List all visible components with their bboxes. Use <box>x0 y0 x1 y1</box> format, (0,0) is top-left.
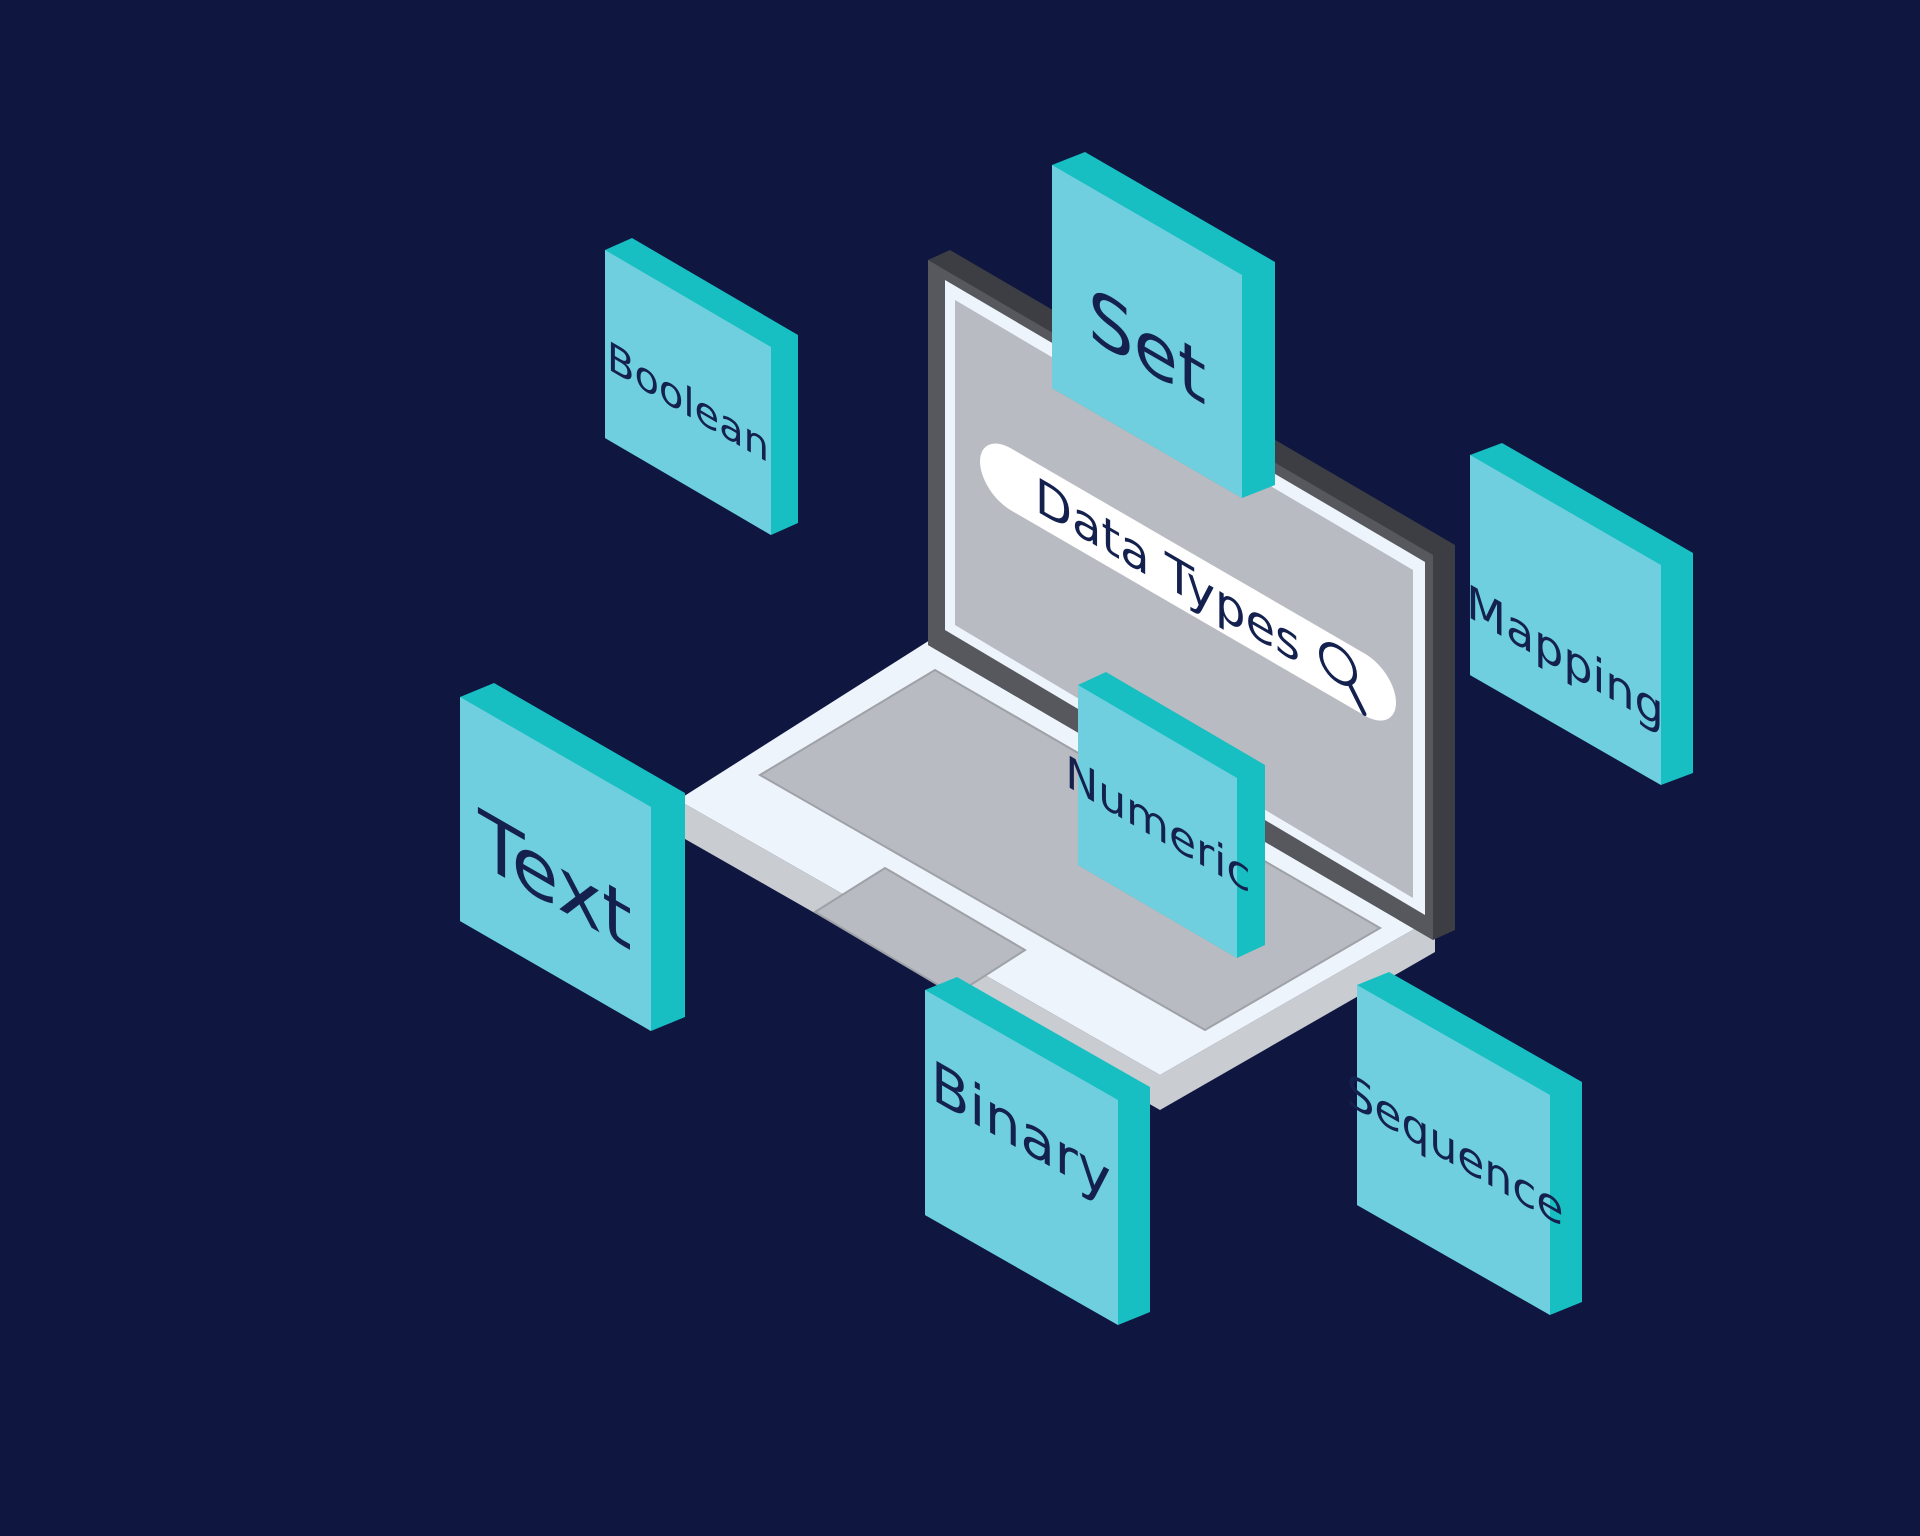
laptop-base-edge <box>678 800 1435 1110</box>
tile-boolean: Boolean <box>605 238 798 535</box>
search-bar-field[interactable] <box>980 430 1396 733</box>
search-icon[interactable] <box>1319 637 1367 717</box>
tile-boolean-face <box>605 250 771 535</box>
tile-text-face <box>460 697 651 1031</box>
tile-text: Text <box>460 683 685 1031</box>
tile-binary-face <box>925 990 1118 1325</box>
tile-set-face <box>1052 165 1242 498</box>
tile-sequence: Sequence <box>1347 972 1582 1315</box>
tile-numeric: Numeric <box>1065 672 1265 958</box>
tile-sequence-face <box>1357 985 1550 1315</box>
tile-binary: Binary <box>925 977 1150 1325</box>
tile-mapping-face <box>1470 455 1661 785</box>
tile-numeric-face <box>1078 685 1237 958</box>
tile-set: Set <box>1052 152 1275 498</box>
touchpad <box>813 866 1027 997</box>
tile-mapping: Mapping <box>1466 443 1693 785</box>
